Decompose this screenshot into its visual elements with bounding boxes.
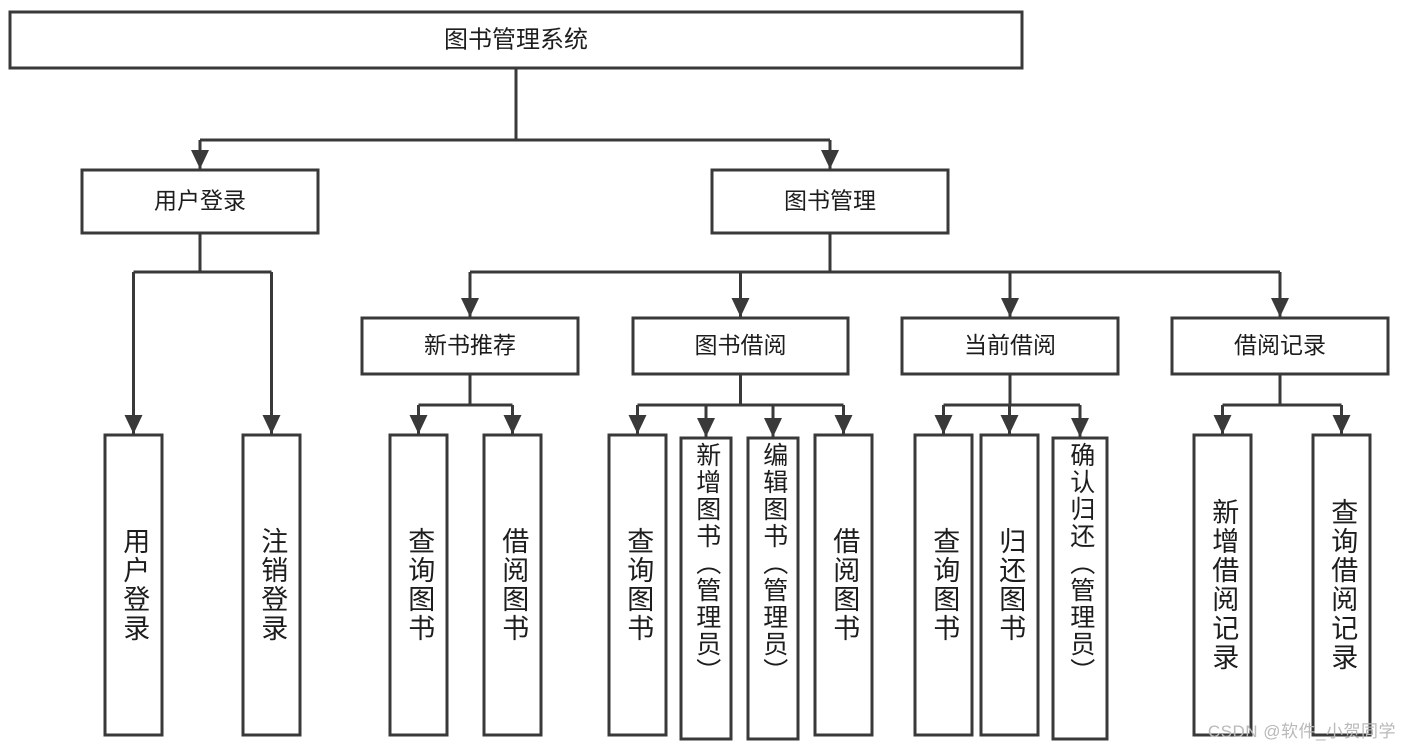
arrow-head-leaf-add-borrow-record (1213, 415, 1232, 434)
arrow-head-book-borrow (731, 298, 750, 317)
node-label-borrow-record: 借阅记录 (1234, 332, 1326, 358)
node-label-new-book-recommend: 新书推荐 (424, 332, 516, 358)
node-box-current-borrow[interactable] (900, 316, 1120, 376)
arrow-head-book-manage (821, 150, 839, 169)
arrow-head-leaf-query-book-current (934, 415, 953, 434)
node-box-leaf-borrow-book[interactable] (813, 433, 874, 737)
watermark-text: CSDN @软件_小贺同学 (1207, 722, 1396, 741)
arrow-head-leaf-query-book-recommend (409, 415, 428, 434)
node-label-user-login: 用户登录 (154, 188, 246, 214)
arrow-head-leaf-user-logout (262, 415, 281, 434)
arrow-head-borrow-record (1271, 298, 1289, 317)
node-box-leaf-query-borrow-record[interactable] (1311, 433, 1372, 737)
node-label-book-manage: 图书管理 (784, 188, 876, 214)
node-box-leaf-borrow-book-recommend[interactable] (482, 433, 543, 737)
node-box-book-borrow[interactable] (631, 316, 850, 376)
node-box-borrow-record[interactable] (1170, 316, 1390, 376)
node-label-book-borrow: 图书借阅 (695, 332, 787, 358)
arrow-head-leaf-edit-book (764, 418, 782, 437)
arrow-head-leaf-query-book-borrow (628, 415, 647, 434)
arrow-head-leaf-borrow-book (834, 415, 853, 434)
node-box-leaf-user-logout[interactable] (241, 433, 302, 737)
arrow-head-current-borrow (1001, 298, 1019, 317)
node-box-leaf-add-borrow-record[interactable] (1192, 433, 1253, 737)
node-box-leaf-query-book-borrow[interactable] (607, 433, 668, 737)
node-box-leaf-user-login[interactable] (103, 433, 164, 737)
arrow-head-leaf-query-borrow-record (1332, 415, 1351, 434)
node-box-leaf-return-book[interactable] (979, 433, 1040, 737)
arrow-head-leaf-add-book (697, 418, 715, 437)
node-box-new-book-recommend[interactable] (360, 316, 580, 376)
arrow-head-leaf-user-login (124, 415, 143, 434)
node-label-current-borrow: 当前借阅 (964, 332, 1056, 358)
node-box-leaf-add-book[interactable] (679, 436, 733, 741)
arrow-head-user-login (191, 150, 209, 169)
node-box-leaf-query-book-recommend[interactable] (388, 433, 449, 737)
connectors-layer (124, 68, 1351, 437)
node-label-root: 图书管理系统 (444, 26, 588, 53)
node-box-leaf-query-book-current[interactable] (913, 433, 974, 737)
node-box-book-manage[interactable] (710, 168, 950, 235)
node-box-root[interactable] (8, 10, 1024, 70)
arrow-head-leaf-return-book (1000, 415, 1019, 434)
arrow-head-new-book-recommend (461, 298, 479, 317)
arrow-head-leaf-borrow-book-recommend (503, 415, 522, 434)
arrow-head-leaf-confirm-return (1071, 418, 1089, 437)
boxes-layer (8, 10, 1390, 741)
node-box-user-login[interactable] (80, 168, 320, 235)
node-box-leaf-edit-book[interactable] (746, 436, 800, 741)
node-box-leaf-confirm-return[interactable] (1051, 436, 1109, 741)
